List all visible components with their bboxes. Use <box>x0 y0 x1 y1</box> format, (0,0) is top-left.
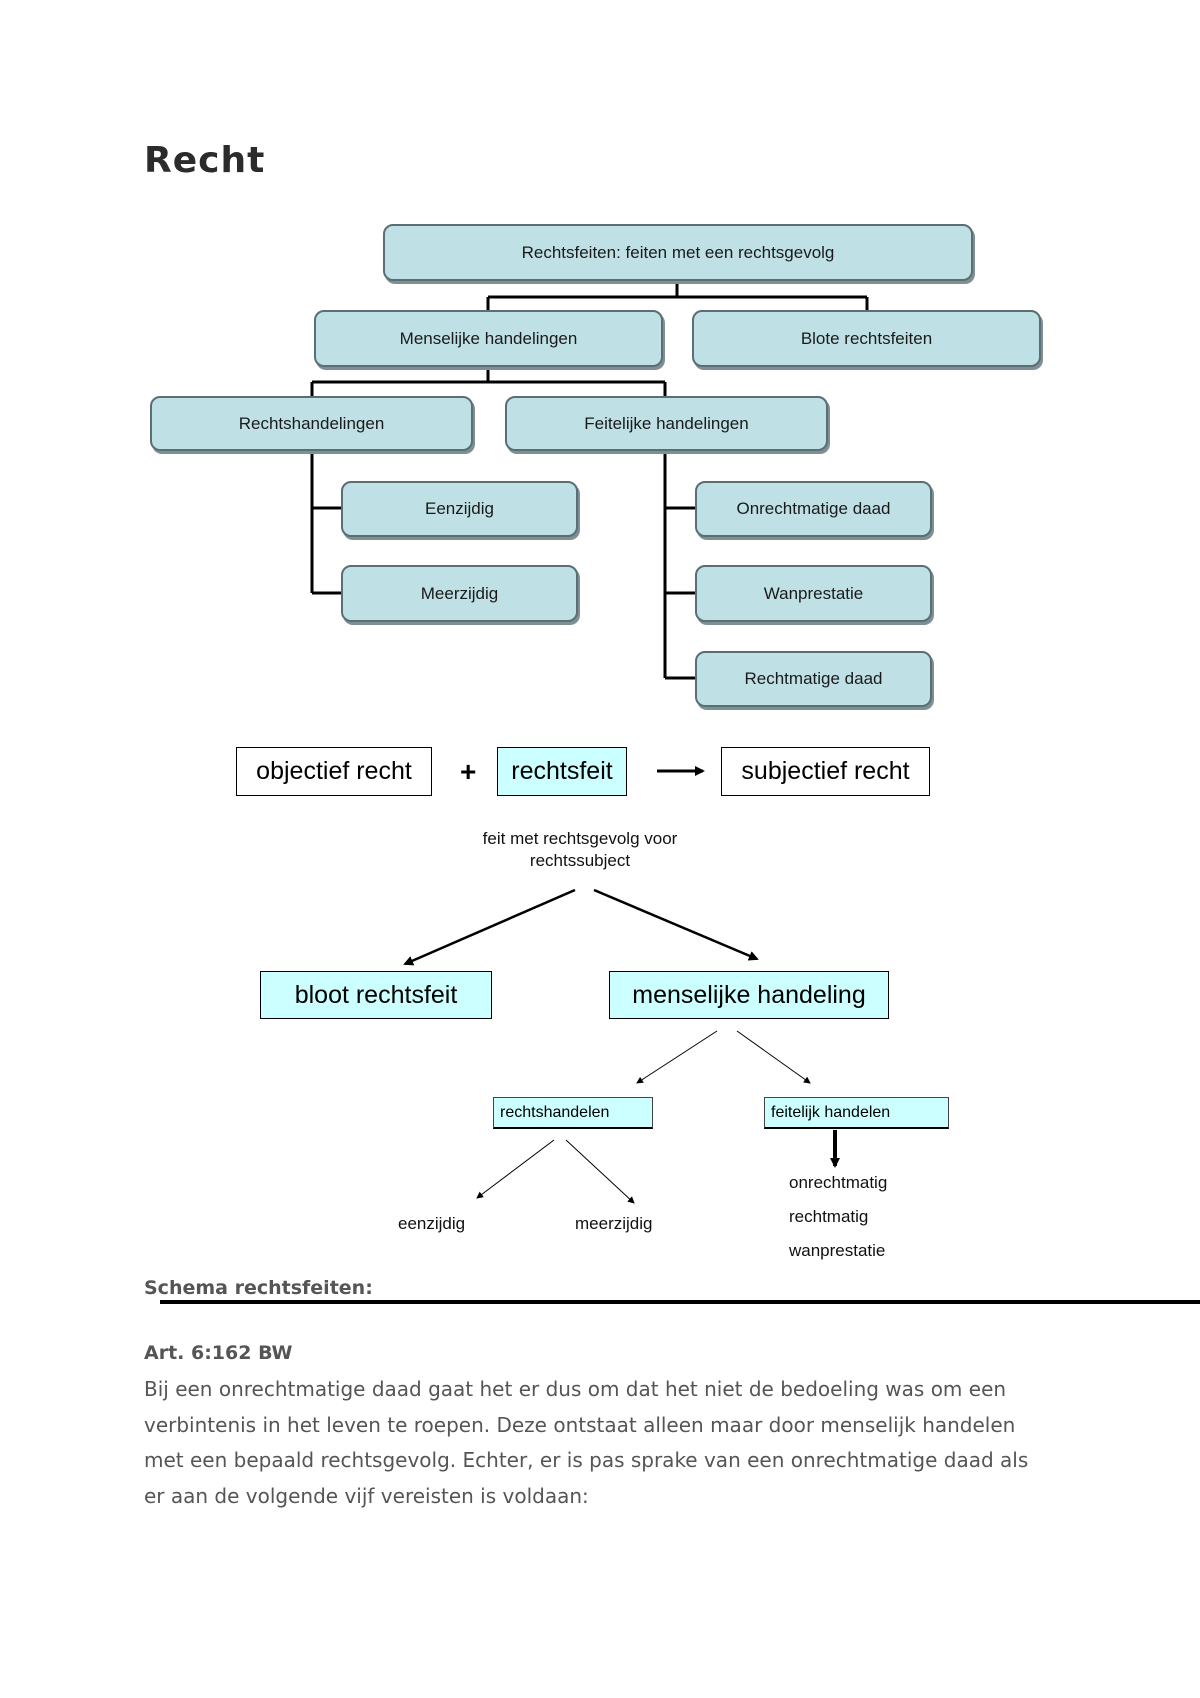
caption-line-1: feit met rechtsgevolg voor <box>482 829 678 848</box>
tree-node-label: Menselijke handelingen <box>399 328 578 348</box>
tree-node-root: Rechtsfeiten: feiten met een rechtsgevol… <box>383 224 973 281</box>
caption-legal-fact: feit met rechtsgevolg voor rechtssubject <box>440 828 720 872</box>
box-objective-law: objectief recht <box>236 747 432 796</box>
label-multi-sided: meerzijdig <box>575 1214 653 1233</box>
arrow-to-human-act <box>593 888 759 961</box>
section-heading: Schema rechtsfeiten: <box>144 1277 373 1299</box>
tree-node-label: Rechtsfeiten: feiten met een rechtsgevol… <box>521 242 835 262</box>
article-heading: Art. 6:162 BW <box>144 1342 293 1364</box>
arrow-to-multi-sided <box>565 1139 635 1204</box>
box-bare-fact: bloot rechtsfeit <box>260 971 492 1019</box>
label-one-sided: eenzijdig <box>398 1214 466 1233</box>
tree-node-label: Meerzijdig <box>420 583 499 603</box>
tree-node-factual-acts: Feitelijke handelingen <box>505 396 828 451</box>
tree-node-bare-facts: Blote rechtsfeiten <box>692 310 1041 367</box>
box-subjective-law: subjectief recht <box>721 747 930 796</box>
caption-line-2: rechtssubject <box>529 851 631 870</box>
tree-node-unilateral: Eenzijdig <box>341 481 578 537</box>
label-lawful: rechtmatig <box>789 1207 869 1226</box>
box-legal-fact: rechtsfeit <box>497 747 627 796</box>
box-legal-acting: rechtshandelen <box>493 1097 653 1129</box>
tree-node-label: Rechtshandelingen <box>238 413 385 433</box>
label-unlawful: onrechtmatig <box>789 1173 888 1192</box>
box-human-act: menselijke handeling <box>609 971 889 1019</box>
box-label: subjectief recht <box>741 757 910 785</box>
tree-node-unlawful: Onrechtmatige daad <box>695 481 932 537</box>
page-title: Recht <box>144 140 266 181</box>
box-label: feitelijk handelen <box>771 1103 891 1121</box>
arrow-to-bare-fact <box>403 888 576 966</box>
plus-sign: + <box>460 756 477 787</box>
horizontal-rule <box>160 1300 1200 1304</box>
tree-node-label: Wanprestatie <box>763 583 864 603</box>
box-label: rechtshandelen <box>500 1103 610 1121</box>
label-nonperformance: wanprestatie <box>789 1241 886 1260</box>
arrow-to-factual-act <box>736 1030 811 1084</box>
arrow-to-one-sided <box>476 1139 555 1199</box>
box-label: bloot rechtsfeit <box>294 980 458 1009</box>
box-label: menselijke handeling <box>632 980 866 1009</box>
arrow-to-legal-act <box>636 1030 718 1084</box>
tree-node-lawful: Rechtmatige daad <box>695 651 932 707</box>
body-paragraph: Bij een onrechtmatige daad gaat het er d… <box>144 1377 1029 1508</box>
tree-node-human-acts: Menselijke handelingen <box>314 310 663 367</box>
box-label: objectief recht <box>256 757 412 785</box>
box-label: rechtsfeit <box>511 757 613 785</box>
box-factual-acting: feitelijk handelen <box>764 1097 949 1129</box>
tree-node-nonperformance: Wanprestatie <box>695 565 932 622</box>
tree-node-label: Feitelijke handelingen <box>584 413 749 433</box>
tree-node-label: Eenzijdig <box>425 499 494 518</box>
tree-node-label: Rechtmatige daad <box>744 669 883 688</box>
tree-node-label: Blote rechtsfeiten <box>800 328 933 348</box>
tree-node-label: Onrechtmatige daad <box>736 499 891 518</box>
tree-node-legal-acts: Rechtshandelingen <box>150 396 473 451</box>
tree-node-multilateral: Meerzijdig <box>341 565 578 622</box>
tree-connectors <box>310 281 869 680</box>
